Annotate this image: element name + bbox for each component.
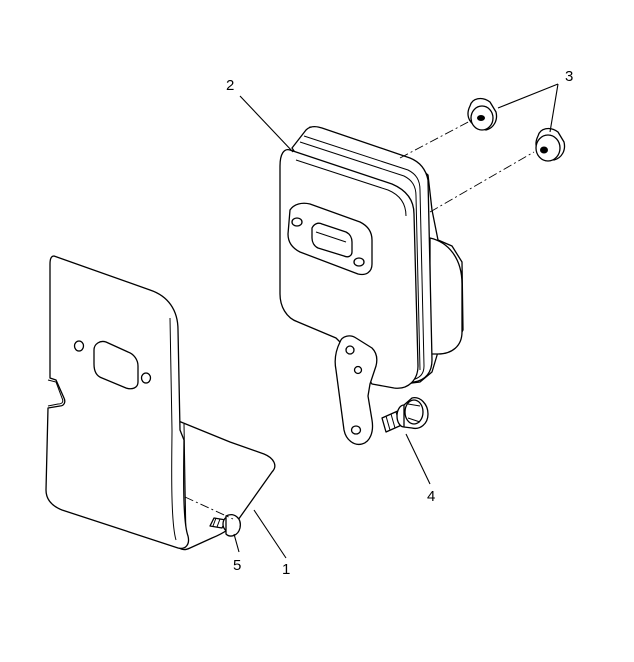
bolt-4: [381, 397, 429, 433]
heat-shield-plate: [45, 255, 276, 551]
callout-5: 5: [233, 557, 241, 574]
assembly-center-lines: [184, 119, 535, 520]
callout-1: 1: [282, 561, 290, 578]
screw-5: [209, 514, 241, 537]
grommet-upper: [467, 97, 498, 131]
callout-3: 3: [565, 68, 573, 85]
leader-lines: [233, 83, 559, 559]
callout-4: 4: [427, 488, 435, 505]
callout-labels: 2 3 4 5 1: [226, 68, 573, 578]
muffler-body: [279, 126, 464, 446]
callout-2: 2: [226, 77, 234, 94]
grommet-lower: [535, 127, 566, 162]
